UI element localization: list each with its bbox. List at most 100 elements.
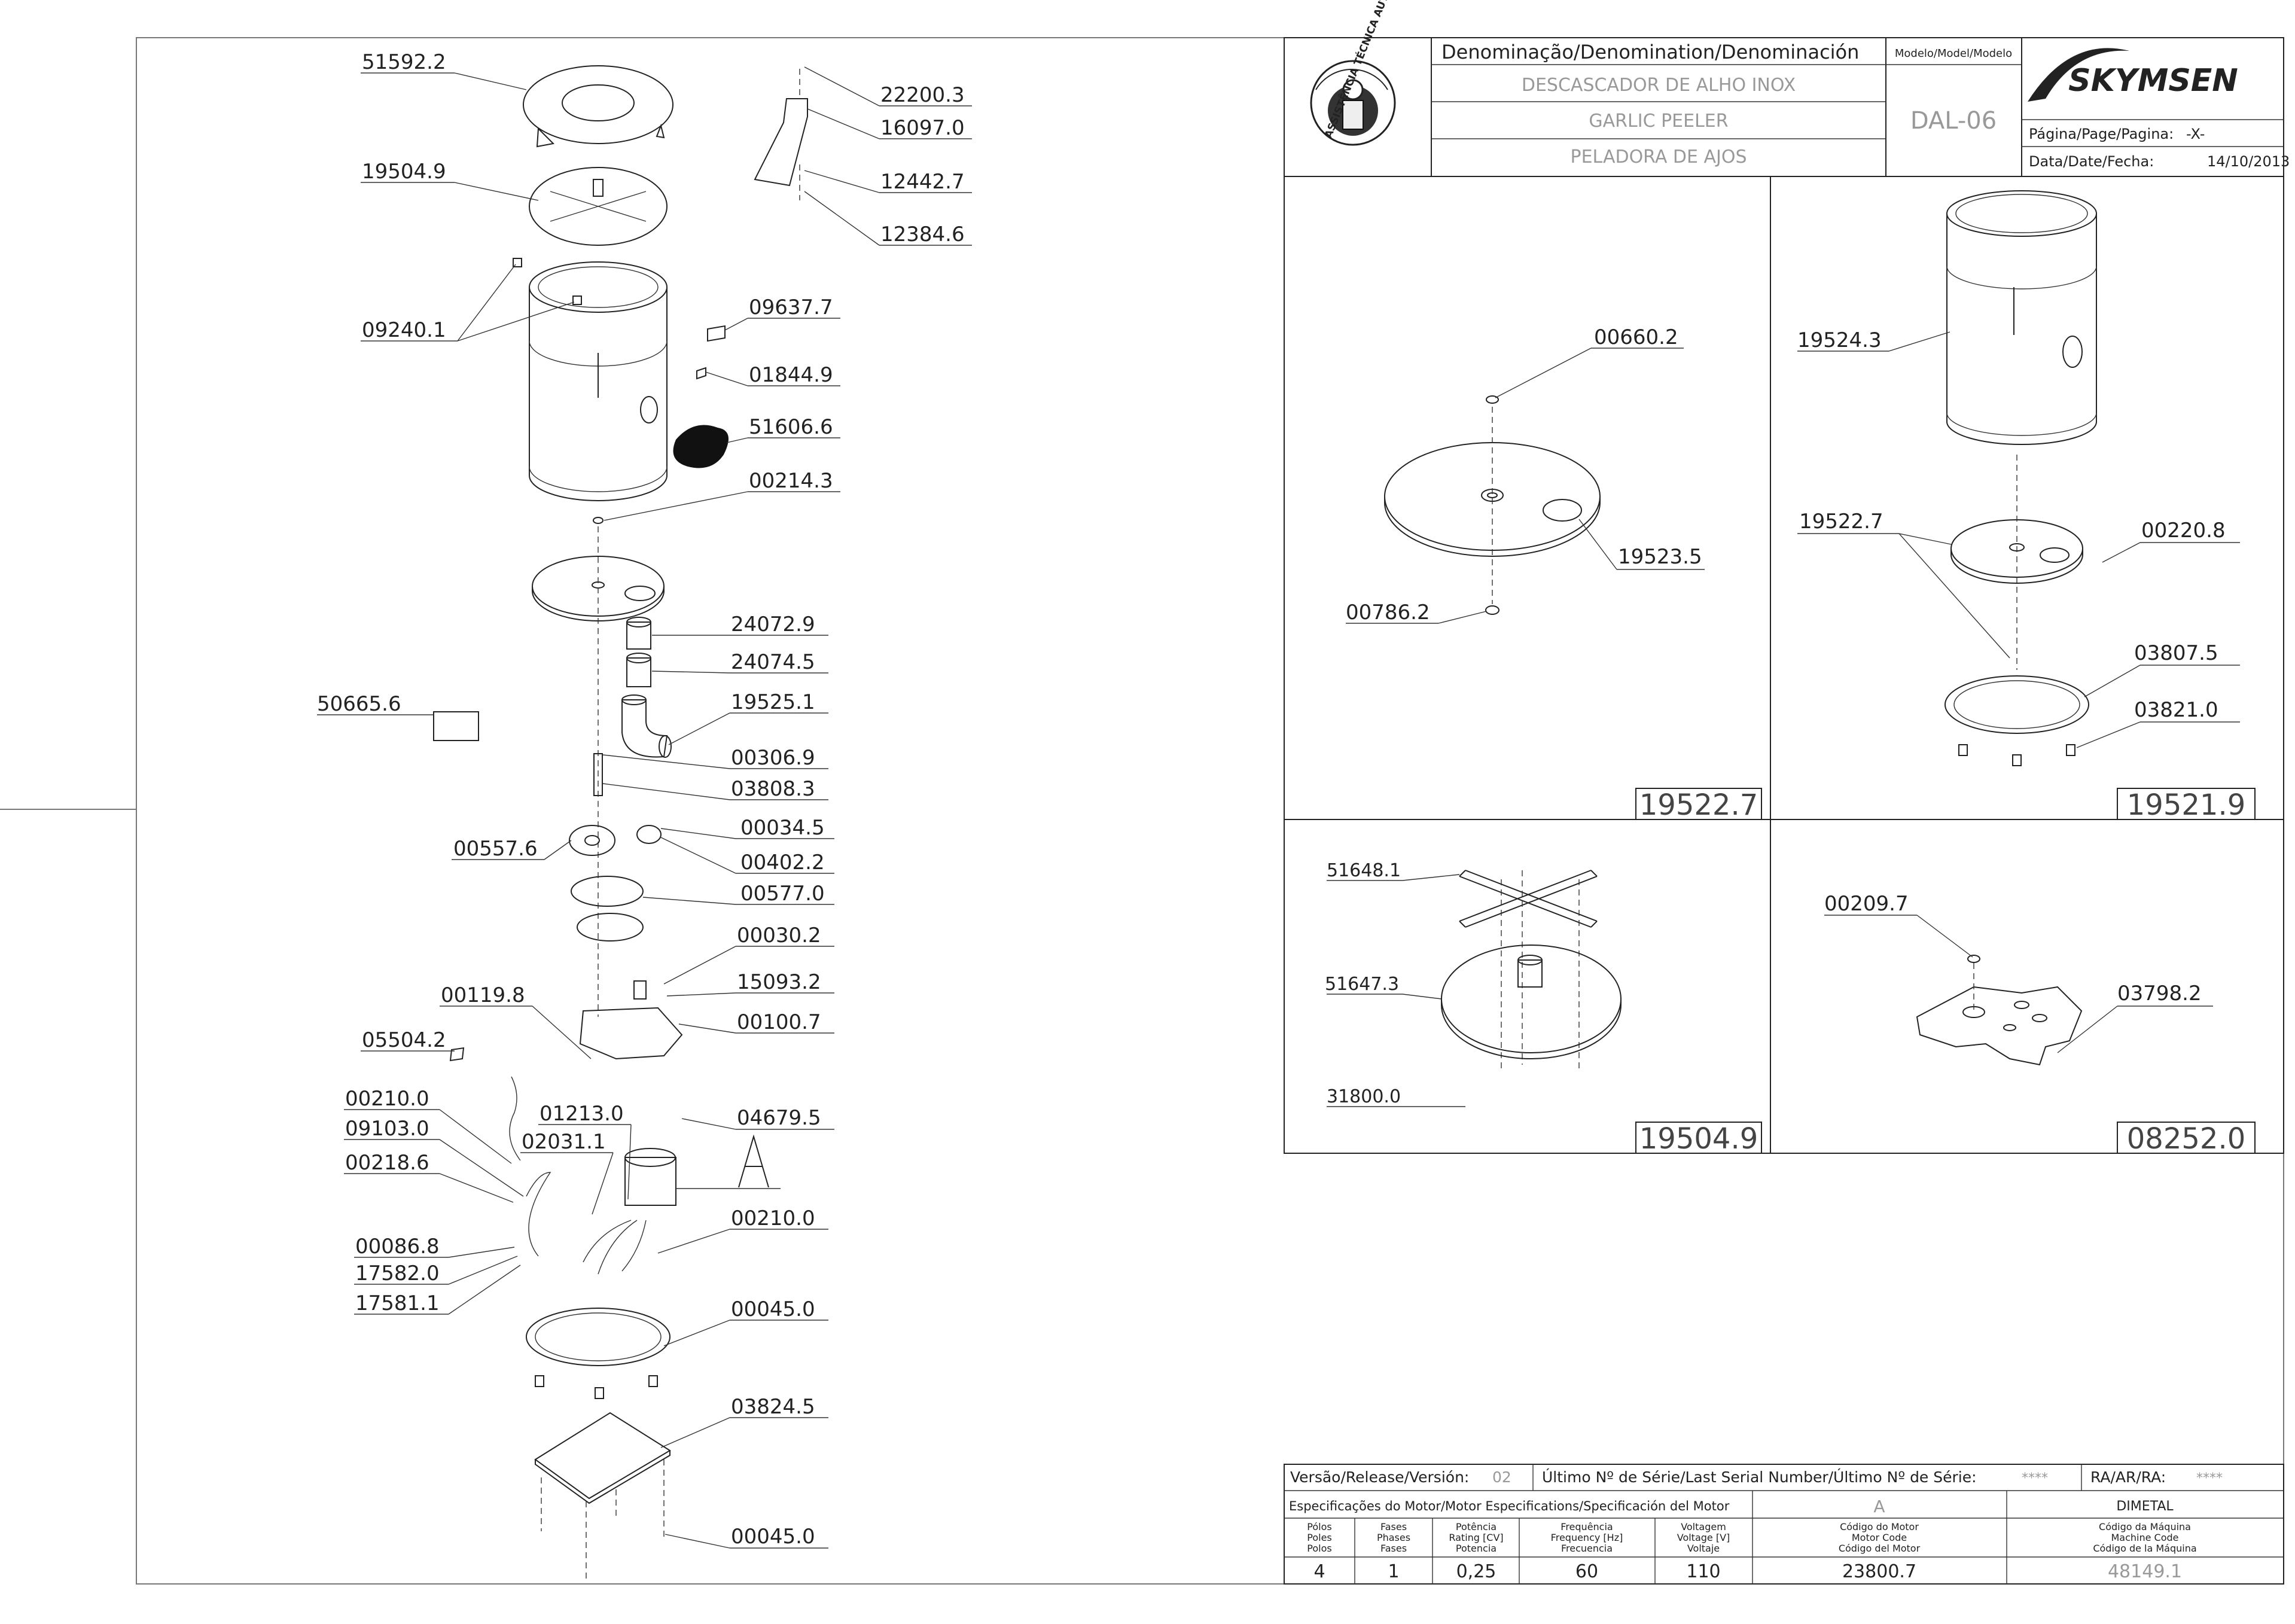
view3-callouts: [1327, 874, 1465, 1107]
part-00214-3: 00214.3: [749, 469, 833, 493]
view-code-3: 19504.9: [1639, 1122, 1758, 1156]
part-19525-1: 19525.1: [731, 690, 815, 714]
view2-callouts: [1797, 331, 2240, 748]
frequency-value: 60: [1575, 1561, 1598, 1582]
part-12442-7: 12442.7: [880, 170, 965, 194]
view2-bucket-drawing: [1944, 190, 2097, 766]
svg-text:Phases: Phases: [1377, 1532, 1410, 1543]
svg-text:Código del Motor: Código del Motor: [1839, 1543, 1921, 1554]
part-09637-7: 09637.7: [749, 295, 833, 319]
part-00557-6: 00557.6: [453, 837, 538, 861]
part-51648-1: 51648.1: [1327, 860, 1401, 881]
model-header: Modelo/Model/Modelo: [1895, 47, 2012, 60]
svg-text:Voltaje: Voltaje: [1687, 1543, 1720, 1554]
part-03824-5: 03824.5: [731, 1395, 815, 1419]
part-51592-2: 51592.2: [362, 50, 446, 74]
part-05504-2: 05504.2: [362, 1028, 446, 1052]
part-01213-0: 01213.0: [540, 1102, 624, 1126]
svg-text:Fases: Fases: [1380, 1521, 1407, 1532]
part-51606-6: 51606.6: [749, 415, 833, 439]
page-label: Página/Page/Pagina:: [2029, 126, 2174, 142]
part-19524-3: 19524.3: [1797, 328, 1882, 352]
part-03807-5: 03807.5: [2134, 641, 2218, 665]
exploded-view-drawing: [433, 65, 808, 1579]
part-00210-0-a: 00210.0: [345, 1087, 429, 1111]
svg-text:Fases: Fases: [1380, 1543, 1407, 1554]
svg-text:Polos: Polos: [1307, 1543, 1331, 1554]
motor-ref: A: [1873, 1497, 1885, 1516]
serial-value: ****: [2022, 1471, 2048, 1486]
part-00209-7: 00209.7: [1824, 892, 1909, 916]
part-00030-2: 00030.2: [737, 924, 821, 947]
machine-code-value: 48149.1: [2108, 1561, 2182, 1582]
part-24074-5: 24074.5: [731, 650, 815, 674]
svg-text:Machine Code: Machine Code: [2111, 1532, 2178, 1543]
view4-callouts: [1824, 915, 2213, 1053]
part-19523-5: 19523.5: [1618, 545, 1702, 569]
part-17582-0: 17582.0: [355, 1262, 440, 1285]
part-00119-8: 00119.8: [441, 983, 525, 1007]
part-00220-8: 00220.8: [2141, 519, 2226, 543]
part-50665-6: 50665.6: [317, 692, 401, 716]
phases-value: 1: [1388, 1561, 1399, 1582]
authorized-service-seal: [1310, 60, 1396, 146]
svg-text:Código do Motor: Código do Motor: [1840, 1521, 1919, 1532]
part-00210-0-b: 00210.0: [731, 1206, 815, 1230]
svg-text:Código da Máquina: Código da Máquina: [2099, 1521, 2191, 1532]
part-00086-8: 00086.8: [355, 1235, 440, 1259]
view1-callouts: [1346, 348, 1705, 624]
ra-label: RA/AR/RA:: [2090, 1468, 2166, 1486]
svg-text:Potencia: Potencia: [1456, 1543, 1497, 1554]
version-label: Versão/Release/Versión:: [1290, 1468, 1469, 1486]
svg-text:Rating [CV]: Rating [CV]: [1449, 1532, 1503, 1543]
view-code-2: 19521.9: [2127, 788, 2246, 822]
title-block: ASSISTÊNCIA TÉCNICA AUTORIZADA Denominaç…: [1284, 0, 2290, 177]
part-12384-6: 12384.6: [880, 223, 965, 246]
part-22200-3: 22200.3: [880, 83, 965, 107]
date-value: 14/10/2013: [2207, 153, 2290, 170]
view-grid: [1284, 176, 2284, 1154]
part-00034-5: 00034.5: [740, 816, 825, 840]
voltage-value: 110: [1686, 1561, 1720, 1582]
part-15093-2: 15093.2: [737, 970, 821, 994]
svg-text:Poles: Poles: [1307, 1532, 1332, 1543]
date-label: Data/Date/Fecha:: [2029, 153, 2154, 170]
part-00577-0: 00577.0: [740, 882, 825, 906]
name-en: GARLIC PEELER: [1589, 111, 1728, 132]
name-pt: DESCASCADOR DE ALHO INOX: [1522, 75, 1796, 96]
svg-text:Código de la Máquina: Código de la Máquina: [2093, 1543, 2196, 1554]
page-value: -X-: [2186, 126, 2205, 142]
ra-value: ****: [2196, 1471, 2223, 1486]
drawing-frame: [136, 37, 2284, 1585]
svg-text:Potência: Potência: [1456, 1521, 1497, 1532]
manufacturer: DIMETAL: [2116, 1499, 2174, 1514]
part-51647-3: 51647.3: [1325, 974, 1399, 995]
view1-plate-drawing: [1384, 395, 1601, 615]
part-17581-1: 17581.1: [355, 1291, 440, 1315]
svg-text:Voltage [V]: Voltage [V]: [1677, 1532, 1730, 1543]
part-04679-5: 04679.5: [737, 1106, 821, 1130]
name-es: PELADORA DE AJOS: [1571, 147, 1747, 167]
denomination-header: Denominação/Denomination/Denominación: [1441, 41, 1859, 63]
part-03808-3: 03808.3: [731, 777, 815, 801]
model-value: DAL-06: [1910, 107, 1997, 135]
part-00306-9: 00306.9: [731, 746, 815, 770]
part-00786-2: 00786.2: [1346, 601, 1430, 624]
svg-text:Frequência: Frequência: [1561, 1521, 1613, 1532]
svg-text:Frequency [Hz]: Frequency [Hz]: [1551, 1532, 1623, 1543]
part-16097-0: 16097.0: [880, 116, 965, 140]
spec-table: [1284, 1464, 2284, 1585]
view4-drawing: [1916, 955, 2083, 1066]
version-value: 02: [1492, 1468, 1511, 1486]
power-value: 0,25: [1456, 1561, 1497, 1582]
motor-spec-label: Especificações do Motor/Motor Especifica…: [1289, 1499, 1730, 1513]
part-00045-0-a: 00045.0: [731, 1297, 815, 1321]
view-code-4: 08252.0: [2127, 1122, 2246, 1156]
exploded-view-callouts: [317, 66, 972, 1549]
poles-value: 4: [1313, 1561, 1325, 1582]
svg-text:SKYMSEN: SKYMSEN: [2068, 63, 2238, 99]
serial-label: Último Nº de Série/Last Serial Number/Úl…: [1542, 1468, 1977, 1486]
part-00402-2: 00402.2: [740, 851, 825, 875]
spec-column-headers: Pólos Poles Polos Fases Phases Fases Pot…: [1307, 1521, 2196, 1554]
